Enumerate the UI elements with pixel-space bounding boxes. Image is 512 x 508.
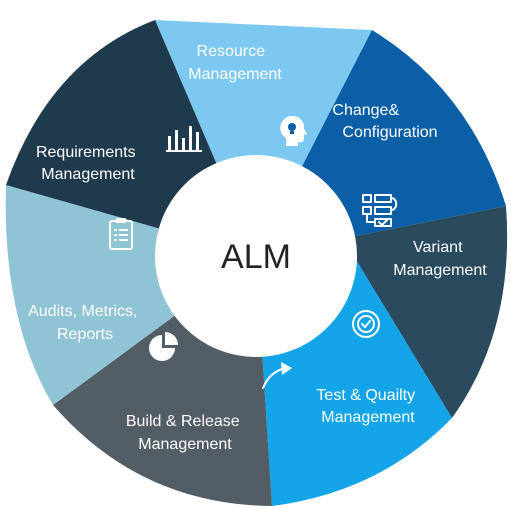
center-label: ALM [221,238,291,276]
check-cycle-icon [352,310,380,338]
label-audits: Audits, Metrics, Reports [28,303,142,343]
center-circle [155,155,357,357]
pie-chart-icon [149,332,178,361]
lightbulb-head-icon [280,116,307,146]
clipboard-icon [109,218,133,250]
label-requirements: Requirements Management [36,144,140,183]
label-resource: Resource Management [188,43,282,83]
label-change: Change& Configuration [332,102,437,141]
label-variant: Variant Management [393,239,487,279]
label-test: Test & Quailty Management [316,387,419,426]
process-flow-icon [362,194,398,227]
segment-resource [155,20,372,256]
segment-variant [256,206,508,418]
label-build: Build & Release Management [126,413,244,453]
bar-chart-icon [166,126,202,152]
arrow-curve-icon [262,362,292,389]
